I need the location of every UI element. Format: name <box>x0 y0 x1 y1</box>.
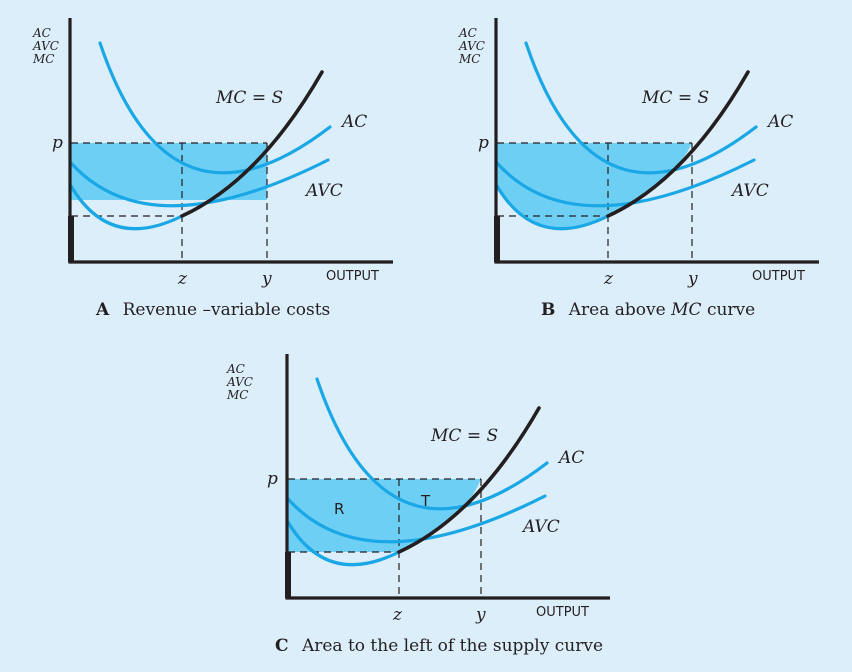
y-label: y <box>475 605 486 625</box>
y-axis-label-ac: AC <box>226 362 245 376</box>
price-label: p <box>52 133 63 153</box>
caption-letter: A <box>95 300 110 320</box>
mc-supply-curve <box>606 70 750 218</box>
ac-label: AC <box>766 112 793 132</box>
y-axis-label-avc: AVC <box>32 39 59 53</box>
caption-letter: C <box>275 636 289 656</box>
panel-b: AC AVC MC p MC = S AC AVC z y OUTPUT B A… <box>458 18 819 320</box>
region-t-label: T <box>420 492 431 510</box>
caption-text-start: Area above <box>568 300 671 320</box>
mc-supply-curve <box>397 406 541 554</box>
caption-text: Revenue –variable costs <box>123 300 331 320</box>
ac-label: AC <box>557 448 584 468</box>
avc-label: AVC <box>730 181 769 201</box>
mc-lower-curve <box>495 184 610 231</box>
price-label: p <box>478 133 489 153</box>
ac-curve <box>315 377 549 511</box>
y-label: y <box>687 269 698 289</box>
axis-gap-bar <box>68 216 74 262</box>
y-axis-label-mc: MC <box>226 388 248 402</box>
mc-lower-curve <box>69 184 184 231</box>
y-axis-label-avc: AVC <box>226 375 253 389</box>
shaded-area-above-mc <box>497 143 692 229</box>
panel-c: AC AVC MC p MC = S AC AVC R T z y OUTPUT… <box>226 354 610 656</box>
caption-text: Area to the left of the supply curve <box>301 636 603 656</box>
y-axis-label-mc: MC <box>458 52 480 66</box>
y-axis-label-ac: AC <box>32 26 51 40</box>
mc-lower-curve <box>286 520 401 567</box>
z-label: z <box>177 269 188 289</box>
y-axis-label-mc: MC <box>32 52 54 66</box>
avc-curve <box>286 494 547 544</box>
region-r-label: R <box>334 500 344 518</box>
axis-gap-bar <box>285 552 291 598</box>
caption-a: A Revenue –variable costs <box>95 300 330 320</box>
mc-s-label: MC = S <box>215 88 283 108</box>
output-label: OUTPUT <box>752 269 805 284</box>
mc-s-label: MC = S <box>430 426 498 446</box>
axis-gap-bar <box>494 216 500 262</box>
caption-letter: B <box>541 300 555 320</box>
caption-text-italic: MC <box>670 300 701 320</box>
avc-curve <box>495 158 756 208</box>
z-label: z <box>392 605 403 625</box>
y-label: y <box>261 269 272 289</box>
ac-label: AC <box>340 112 367 132</box>
z-label: z <box>603 269 614 289</box>
y-axis-label-avc: AVC <box>458 39 485 53</box>
caption-b: B Area above MC curve <box>541 300 755 320</box>
ac-curve <box>98 41 332 175</box>
caption-text-end: curve <box>707 300 755 320</box>
mc-s-label: MC = S <box>641 88 709 108</box>
y-axis-label-ac: AC <box>458 26 477 40</box>
panel-a: AC AVC MC p MC = S AC AVC z y OUTPUT A R… <box>32 18 393 320</box>
avc-label: AVC <box>521 517 560 537</box>
price-label: p <box>267 469 278 489</box>
caption-c: C Area to the left of the supply curve <box>275 636 603 656</box>
mc-supply-curve <box>180 70 324 218</box>
avc-label: AVC <box>304 181 343 201</box>
avc-curve <box>69 158 330 208</box>
output-label: OUTPUT <box>326 269 379 284</box>
ac-curve <box>524 41 758 175</box>
output-label: OUTPUT <box>536 605 589 620</box>
